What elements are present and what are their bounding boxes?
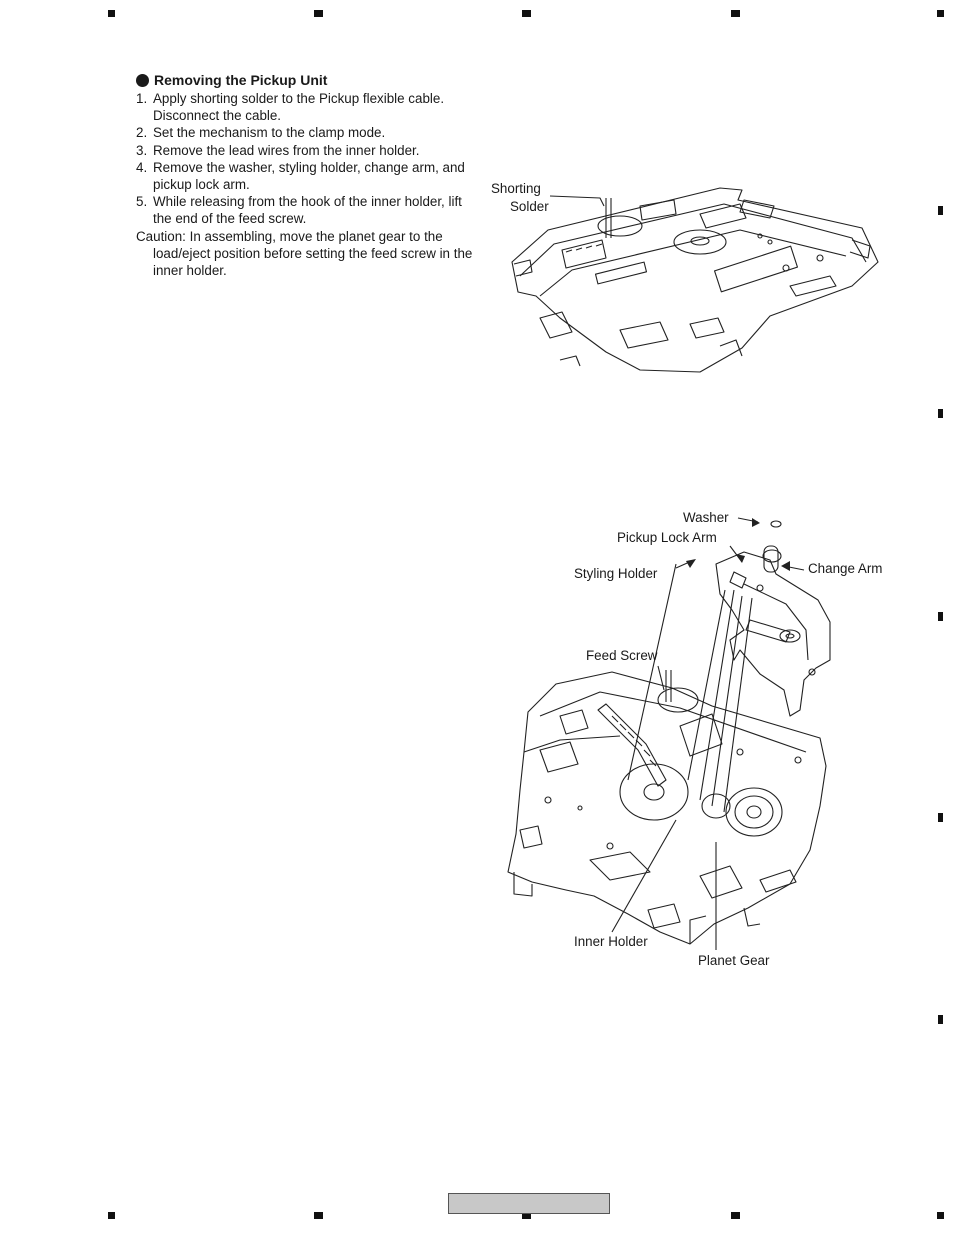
registration-mark [937, 1212, 944, 1219]
registration-mark [938, 1015, 943, 1024]
label-washer: Washer [683, 510, 729, 525]
label-inner-holder: Inner Holder [574, 934, 648, 949]
label-styling-holder: Styling Holder [574, 566, 658, 581]
figure-2-mechanism [507, 670, 827, 945]
registration-mark [938, 813, 943, 822]
step-item: 5. While releasing from the hook of the … [136, 194, 462, 227]
figure-1-mechanism [511, 187, 879, 373]
label-solder: Solder [510, 199, 549, 214]
registration-mark [108, 10, 115, 17]
registration-mark [938, 612, 943, 621]
caution-note: Caution: In assembling, move the planet … [136, 228, 473, 279]
step-item: 4. Remove the washer, styling holder, ch… [136, 159, 465, 193]
registration-mark [522, 1212, 531, 1219]
label-planet-gear: Planet Gear [698, 953, 770, 968]
bullet-icon [136, 73, 149, 87]
registration-mark [937, 10, 944, 17]
step-item: 2. Set the mechanism to the clamp mode. [136, 125, 386, 141]
section-heading: Removing the Pickup Unit [136, 72, 327, 88]
registration-mark [731, 1212, 740, 1219]
step-item: 1. Apply shorting solder to the Pickup f… [136, 91, 445, 124]
page-number-box [448, 1193, 610, 1214]
label-pickup-lock-arm: Pickup Lock Arm [617, 530, 717, 545]
figure-2-arm-assembly [715, 520, 831, 717]
label-feed-screw: Feed Screw [586, 648, 658, 663]
registration-mark [314, 1212, 323, 1219]
registration-mark [108, 1212, 115, 1219]
registration-mark [938, 206, 943, 215]
registration-mark [314, 10, 323, 17]
registration-mark [522, 10, 531, 17]
label-change-arm: Change Arm [808, 561, 883, 576]
step-item: 3. Remove the lead wires from the inner … [136, 142, 420, 158]
registration-mark [938, 409, 943, 418]
procedure-steps: 1. Apply shorting solder to the Pickup f… [136, 90, 481, 279]
section-title: Removing the Pickup Unit [154, 72, 328, 88]
label-shorting: Shorting [491, 181, 541, 196]
registration-mark [731, 10, 740, 17]
